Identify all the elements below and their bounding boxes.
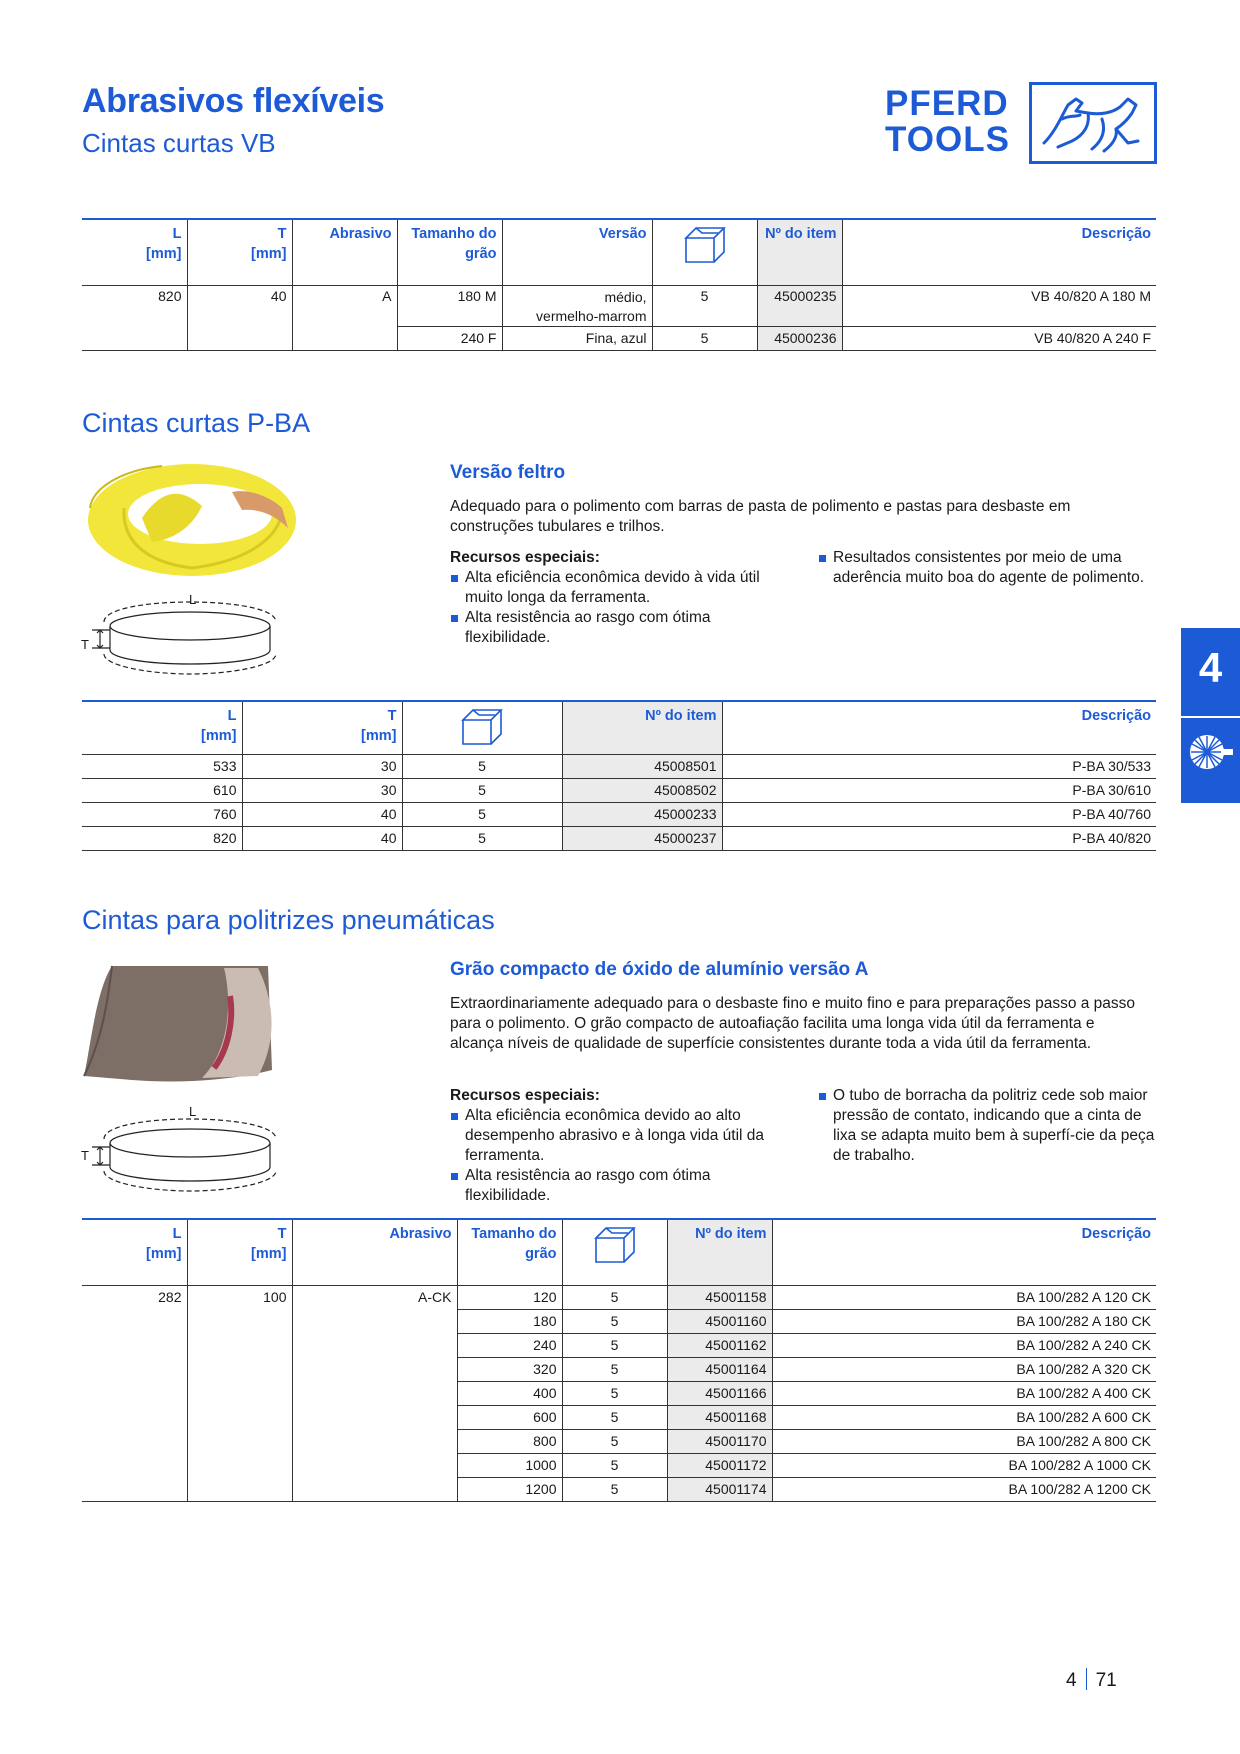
- ba-description: Extraordinariamente adequado para o desb…: [450, 995, 1136, 1052]
- col-header-package: [401, 700, 562, 755]
- flap-wheel-icon: [1190, 735, 1233, 769]
- pba-description: Adequado para o polimento com barras de …: [450, 498, 1071, 535]
- col-header-desc: Descrição: [771, 1218, 1156, 1285]
- abrasive-belt-image: [83, 965, 272, 1082]
- col-header-t: T[mm]: [186, 1218, 292, 1285]
- page-subtitle: Cintas curtas VB: [82, 128, 276, 158]
- section-title-pba: Cintas curtas P-BA: [82, 408, 311, 438]
- col-header-package: [651, 218, 757, 285]
- section-title-ba: Cintas para politrizes pneumáticas: [82, 905, 495, 935]
- col-header-desc: Descrição: [721, 700, 1156, 755]
- page-title: Abrasivos flexíveis: [82, 82, 385, 120]
- col-header-t: T[mm]: [241, 700, 402, 755]
- col-header-l: L[mm]: [82, 1218, 187, 1285]
- chapter-number: 4: [1198, 644, 1223, 691]
- list-item: Alta eficiência econômica devido ao alto…: [450, 1106, 790, 1166]
- col-header-l: L[mm]: [82, 700, 242, 755]
- col-header-item: Nº do item: [561, 700, 722, 755]
- page-separator: [1085, 1668, 1087, 1690]
- logo-text: PFERD TOOLS: [885, 84, 1010, 159]
- col-header-package: [561, 1218, 667, 1285]
- col-header-abrasive: Abrasivo: [291, 1218, 457, 1285]
- col-header-desc: Descrição: [841, 218, 1156, 285]
- col-header-l: L[mm]: [82, 218, 187, 285]
- chapter-tab[interactable]: 4: [1181, 628, 1240, 803]
- col-header-t: T[mm]: [186, 218, 292, 285]
- list-item: Alta resistência ao rasgo com ótima flex…: [450, 608, 790, 648]
- ba-features-right: O tubo de borracha da politriz cede sob …: [818, 1086, 1158, 1166]
- col-header-item: Nº do item: [666, 1218, 772, 1285]
- tab-divider: [1181, 716, 1240, 718]
- belt-dimension-diagram-ba: [92, 1118, 277, 1192]
- pba-features-right: Resultados consistentes por meio de uma …: [818, 548, 1148, 588]
- dimension-label-t: T: [81, 637, 89, 652]
- package-box-icon: [593, 1227, 636, 1263]
- felt-belt-image: [88, 464, 296, 576]
- table-row: 240 F Fina, azul 5 45000236 VB 40/820 A …: [82, 325, 1156, 351]
- pba-subheading: Versão feltro: [450, 462, 566, 483]
- list-item: Alta eficiência econômica devido à vida …: [450, 568, 790, 608]
- col-header-version: Versão: [501, 218, 652, 285]
- col-header-abrasive: Abrasivo: [291, 218, 397, 285]
- col-header-item: Nº do item: [756, 218, 842, 285]
- dimension-label-l: L: [189, 592, 197, 607]
- belt-dimension-diagram-pba: [92, 601, 277, 675]
- list-item: O tubo de borracha da politriz cede sob …: [818, 1086, 1158, 1166]
- package-box-icon: [461, 709, 503, 745]
- pba-features-left: Recursos especiais: Alta eficiência econ…: [450, 548, 790, 648]
- horse-logo-icon: [1029, 82, 1157, 164]
- list-item: Resultados consistentes por meio de uma …: [818, 548, 1148, 588]
- dimension-label-t: T: [81, 1148, 89, 1163]
- list-item: Alta resistência ao rasgo com ótima flex…: [450, 1166, 790, 1206]
- ba-features-left: Recursos especiais: Alta eficiência econ…: [450, 1086, 790, 1206]
- pferd-logo: PFERD TOOLS: [885, 82, 1159, 166]
- package-box-icon: [683, 227, 726, 263]
- table-row: 820 40 A 180 M médio,vermelho-marrom 5 4…: [82, 284, 1156, 326]
- ba-subheading: Grão compacto de óxido de alumínio versã…: [450, 959, 869, 980]
- dimension-label-l: L: [189, 1104, 197, 1119]
